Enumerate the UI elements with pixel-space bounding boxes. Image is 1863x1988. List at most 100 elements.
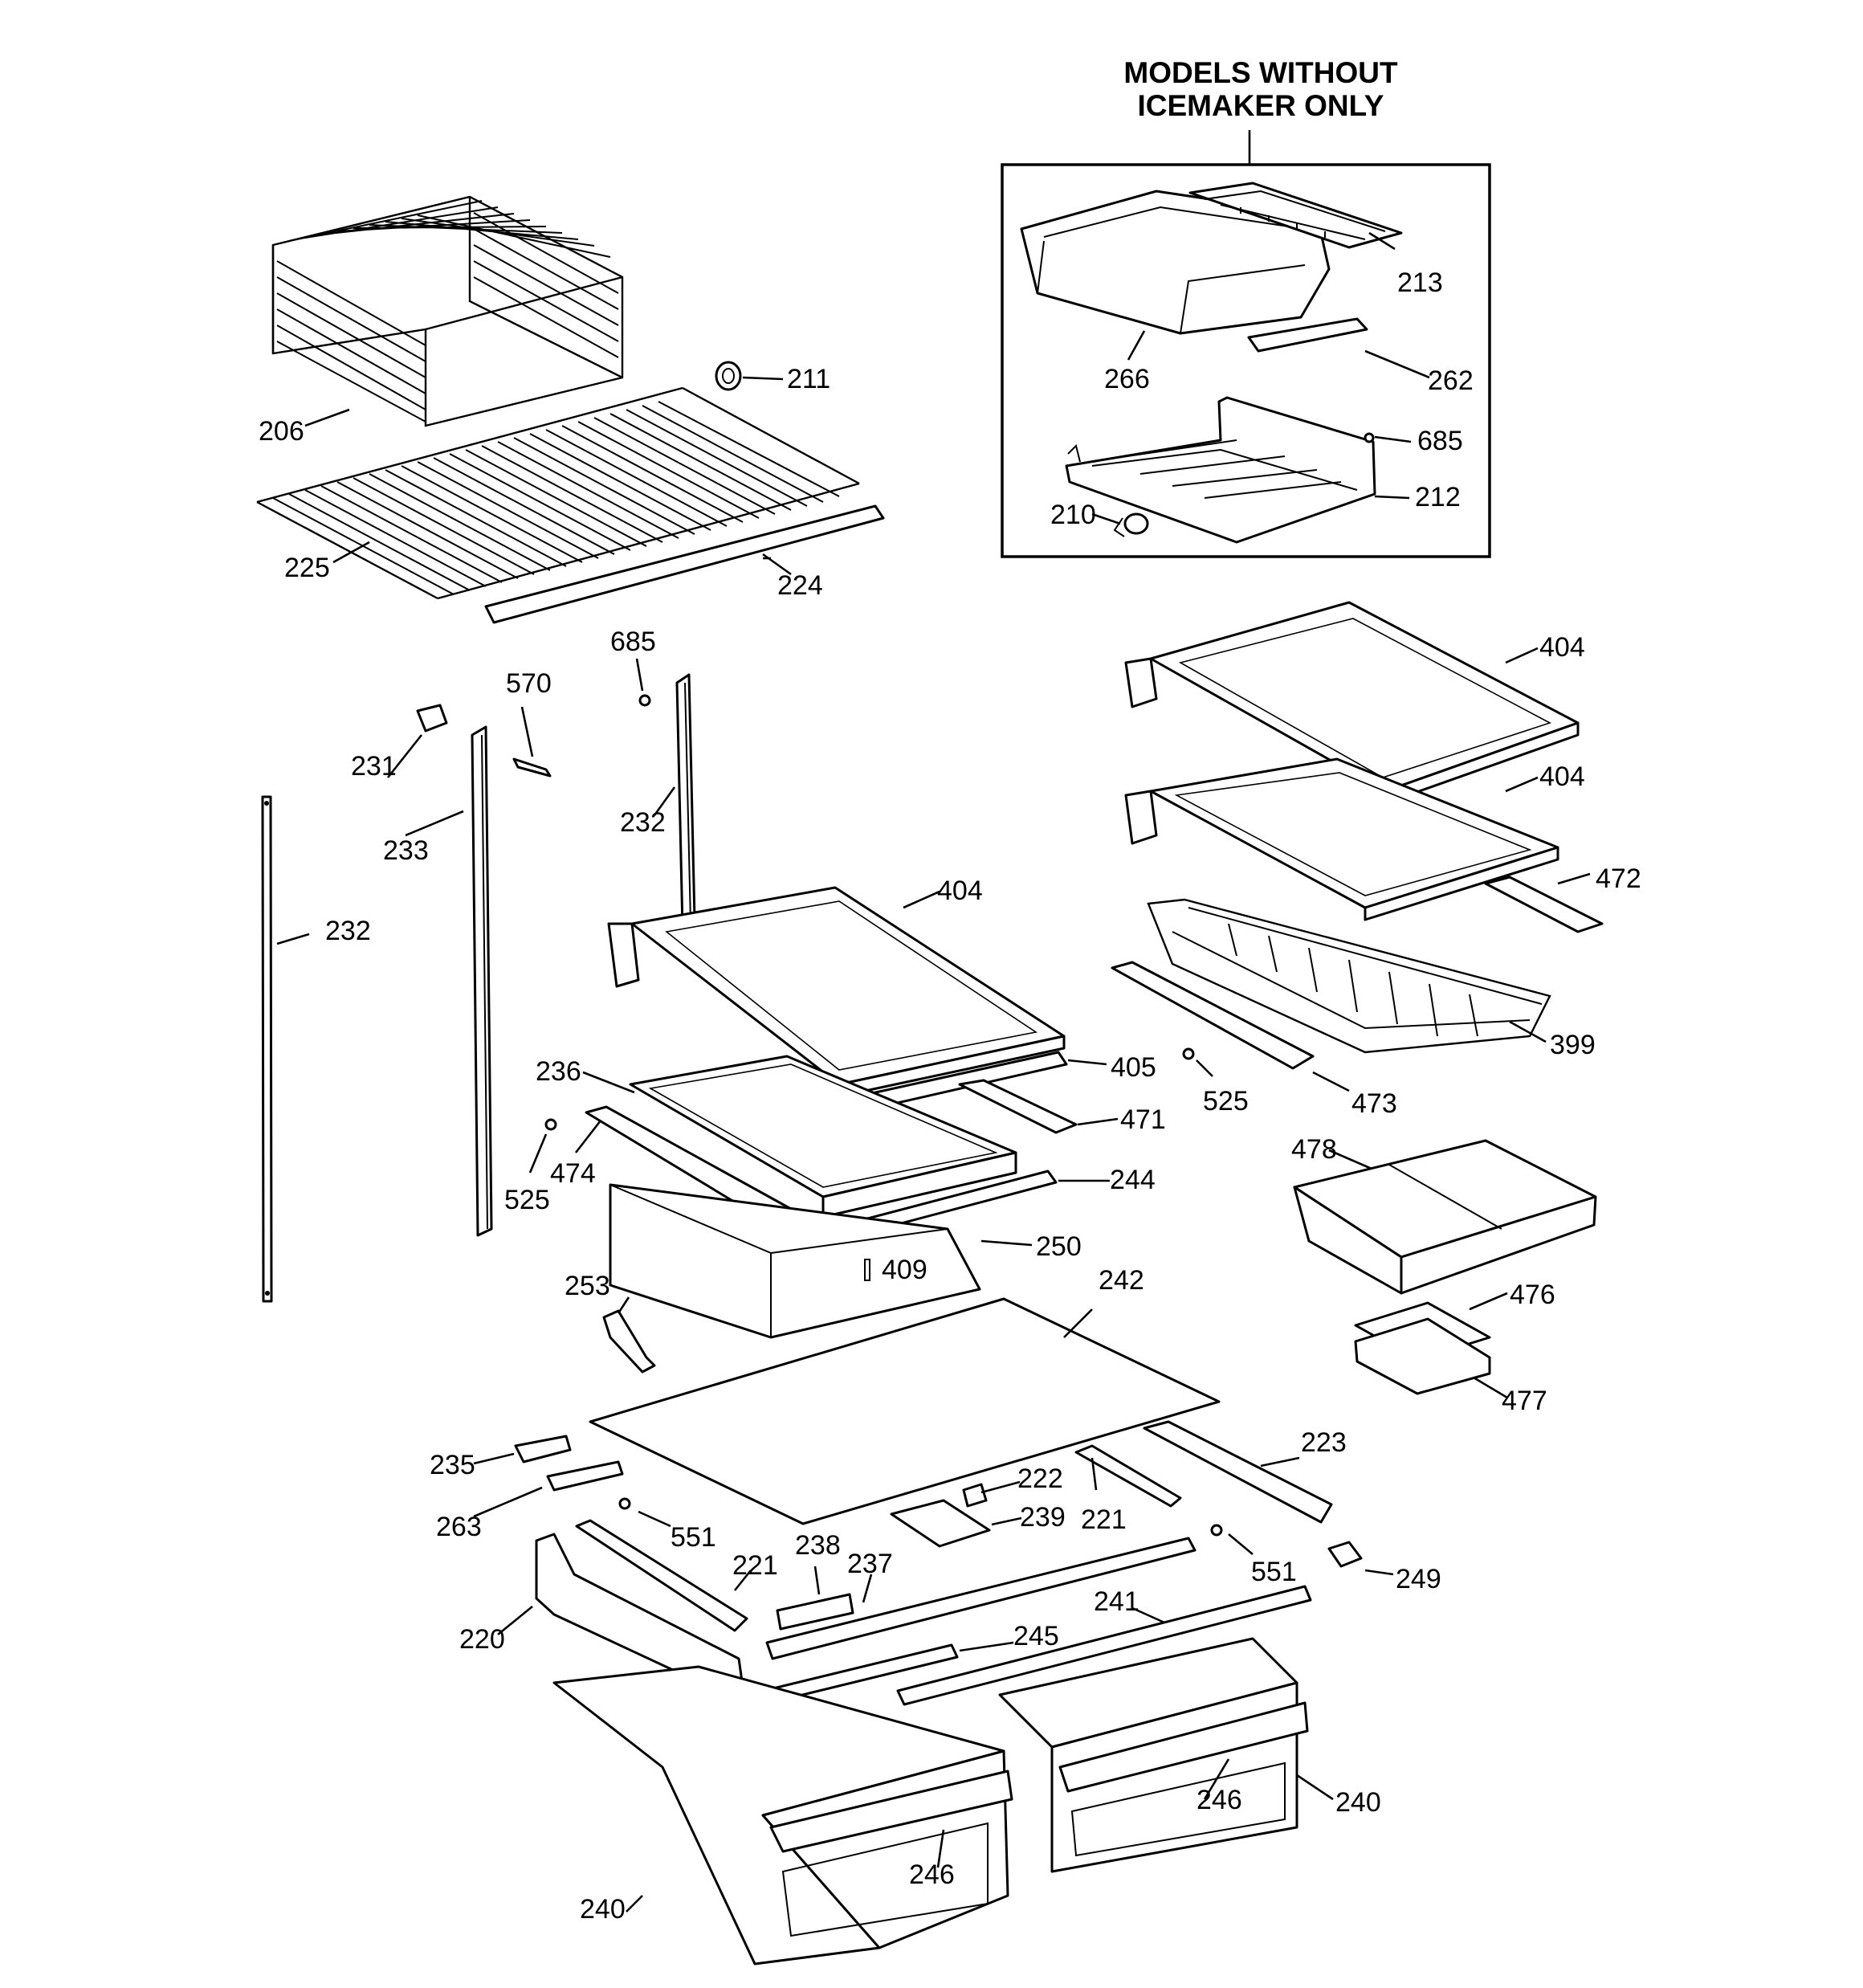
bracket-263-part — [546, 1460, 624, 1492]
screw-570-part — [512, 757, 552, 778]
inset-title: MODELS WITHOUT ICEMAKER ONLY — [1048, 56, 1474, 122]
crisper-drawer-240-left-part — [552, 1665, 1013, 1966]
inset-title-line-1: MODELS WITHOUT — [1123, 56, 1398, 89]
glass-shelf-404-center-part — [607, 886, 1066, 1098]
callout-473: 473 — [1351, 1088, 1397, 1119]
inset-title-line-2: ICEMAKER ONLY — [1137, 89, 1384, 122]
callout-478: 478 — [1291, 1134, 1337, 1165]
callout-231: 231 — [351, 751, 397, 782]
rail-262-part — [1247, 317, 1368, 353]
trim-224-part — [484, 504, 885, 624]
callout-232-center: 232 — [620, 807, 666, 838]
clip-231-part — [416, 704, 448, 733]
label-238-part — [776, 1593, 854, 1631]
bumper-211-part — [715, 361, 742, 391]
callout-222: 222 — [1017, 1463, 1063, 1494]
callout-570: 570 — [506, 668, 552, 699]
crisper-drawer-250-part — [609, 1183, 981, 1339]
callout-246-right: 246 — [1196, 1785, 1242, 1815]
callout-225: 225 — [284, 553, 330, 583]
ice-tray-part — [1188, 182, 1403, 249]
tray-477-part — [1354, 1317, 1491, 1395]
rail-241-part — [896, 1585, 1312, 1706]
callout-236: 236 — [536, 1056, 581, 1087]
callout-245: 245 — [1013, 1621, 1059, 1651]
callout-250: 250 — [1036, 1231, 1082, 1262]
callout-262: 262 — [1428, 365, 1474, 396]
rail-237-part — [765, 1537, 1196, 1660]
callout-476: 476 — [1510, 1280, 1555, 1310]
inset-panel: 213 266 262 685 212 210 — [1001, 130, 1491, 558]
callout-525-left: 525 — [504, 1185, 550, 1215]
callout-253: 253 — [565, 1271, 610, 1301]
callout-266: 266 — [1104, 364, 1150, 394]
callout-206: 206 — [259, 416, 304, 447]
callout-551-left: 551 — [671, 1522, 716, 1553]
bracket-239-part — [890, 1499, 991, 1548]
screw-685-inset — [1364, 432, 1375, 443]
part-249 — [1327, 1541, 1363, 1568]
screw-551-right-part — [1210, 1524, 1223, 1537]
glass-shelf-404-mid-part — [1124, 757, 1559, 921]
callout-238: 238 — [795, 1530, 841, 1561]
callout-474: 474 — [550, 1158, 596, 1189]
callout-249: 249 — [1396, 1564, 1441, 1594]
callout-221-right: 221 — [1081, 1504, 1127, 1535]
crisper-drawer-240-right-part — [998, 1637, 1309, 1873]
callout-235: 235 — [430, 1450, 475, 1480]
callout-239: 239 — [1020, 1502, 1066, 1533]
screw-551-left-part — [618, 1497, 631, 1510]
callout-210: 210 — [1050, 500, 1096, 530]
callout-240-left: 240 — [580, 1894, 626, 1925]
rail-221-right-part — [1074, 1444, 1182, 1508]
screw-685-part — [638, 694, 651, 707]
rail-472-part — [1484, 876, 1604, 933]
callout-213: 213 — [1397, 267, 1443, 298]
wire-shelf-206-part — [271, 195, 624, 427]
clip-222-part — [962, 1483, 988, 1508]
ice-bin-part — [1020, 190, 1331, 335]
callout-685-inset: 685 — [1417, 426, 1463, 456]
crisper-cover-236-part — [629, 1055, 1017, 1219]
rail-233-part — [471, 725, 493, 1237]
wire-basket-399-part — [1147, 898, 1551, 1054]
snack-pan-478-part — [1293, 1139, 1597, 1295]
callout-232-left: 232 — [325, 916, 371, 946]
callout-399: 399 — [1550, 1030, 1596, 1060]
rail-232-center-part — [675, 673, 696, 929]
callout-224: 224 — [777, 570, 823, 601]
callout-685: 685 — [610, 627, 656, 657]
callout-241: 241 — [1094, 1586, 1139, 1617]
callout-471: 471 — [1120, 1104, 1166, 1135]
callout-405: 405 — [1111, 1052, 1156, 1083]
callout-246-left: 246 — [909, 1859, 955, 1890]
callout-263: 263 — [436, 1512, 482, 1542]
glass-242-part — [589, 1297, 1221, 1525]
callout-237: 237 — [847, 1549, 893, 1579]
callout-409: 409 — [882, 1255, 927, 1285]
rail-232-left-part — [261, 795, 273, 1303]
screw-525-right-part — [1182, 1047, 1195, 1060]
callout-244: 244 — [1110, 1165, 1156, 1195]
callout-212: 212 — [1415, 482, 1461, 512]
callout-221-left: 221 — [732, 1550, 778, 1581]
peg-210-part — [1113, 512, 1149, 537]
callout-477: 477 — [1502, 1386, 1547, 1416]
rail-471-part — [958, 1079, 1078, 1134]
bracket-253-part — [602, 1309, 656, 1374]
callout-240-right: 240 — [1335, 1787, 1381, 1818]
callout-233: 233 — [383, 835, 429, 866]
callout-242: 242 — [1099, 1265, 1144, 1296]
callout-551-right: 551 — [1251, 1557, 1297, 1587]
glass-shelf-404-top-part — [1124, 601, 1580, 805]
callout-404-top: 404 — [1539, 632, 1585, 663]
callout-472: 472 — [1596, 863, 1641, 894]
bracket-235-part — [514, 1435, 572, 1463]
callout-223: 223 — [1301, 1427, 1347, 1458]
rail-221-left-part — [575, 1519, 748, 1632]
callout-404-center: 404 — [937, 876, 983, 906]
callout-211: 211 — [787, 364, 830, 394]
rail-223-part — [1143, 1420, 1333, 1524]
callout-220: 220 — [459, 1624, 505, 1655]
